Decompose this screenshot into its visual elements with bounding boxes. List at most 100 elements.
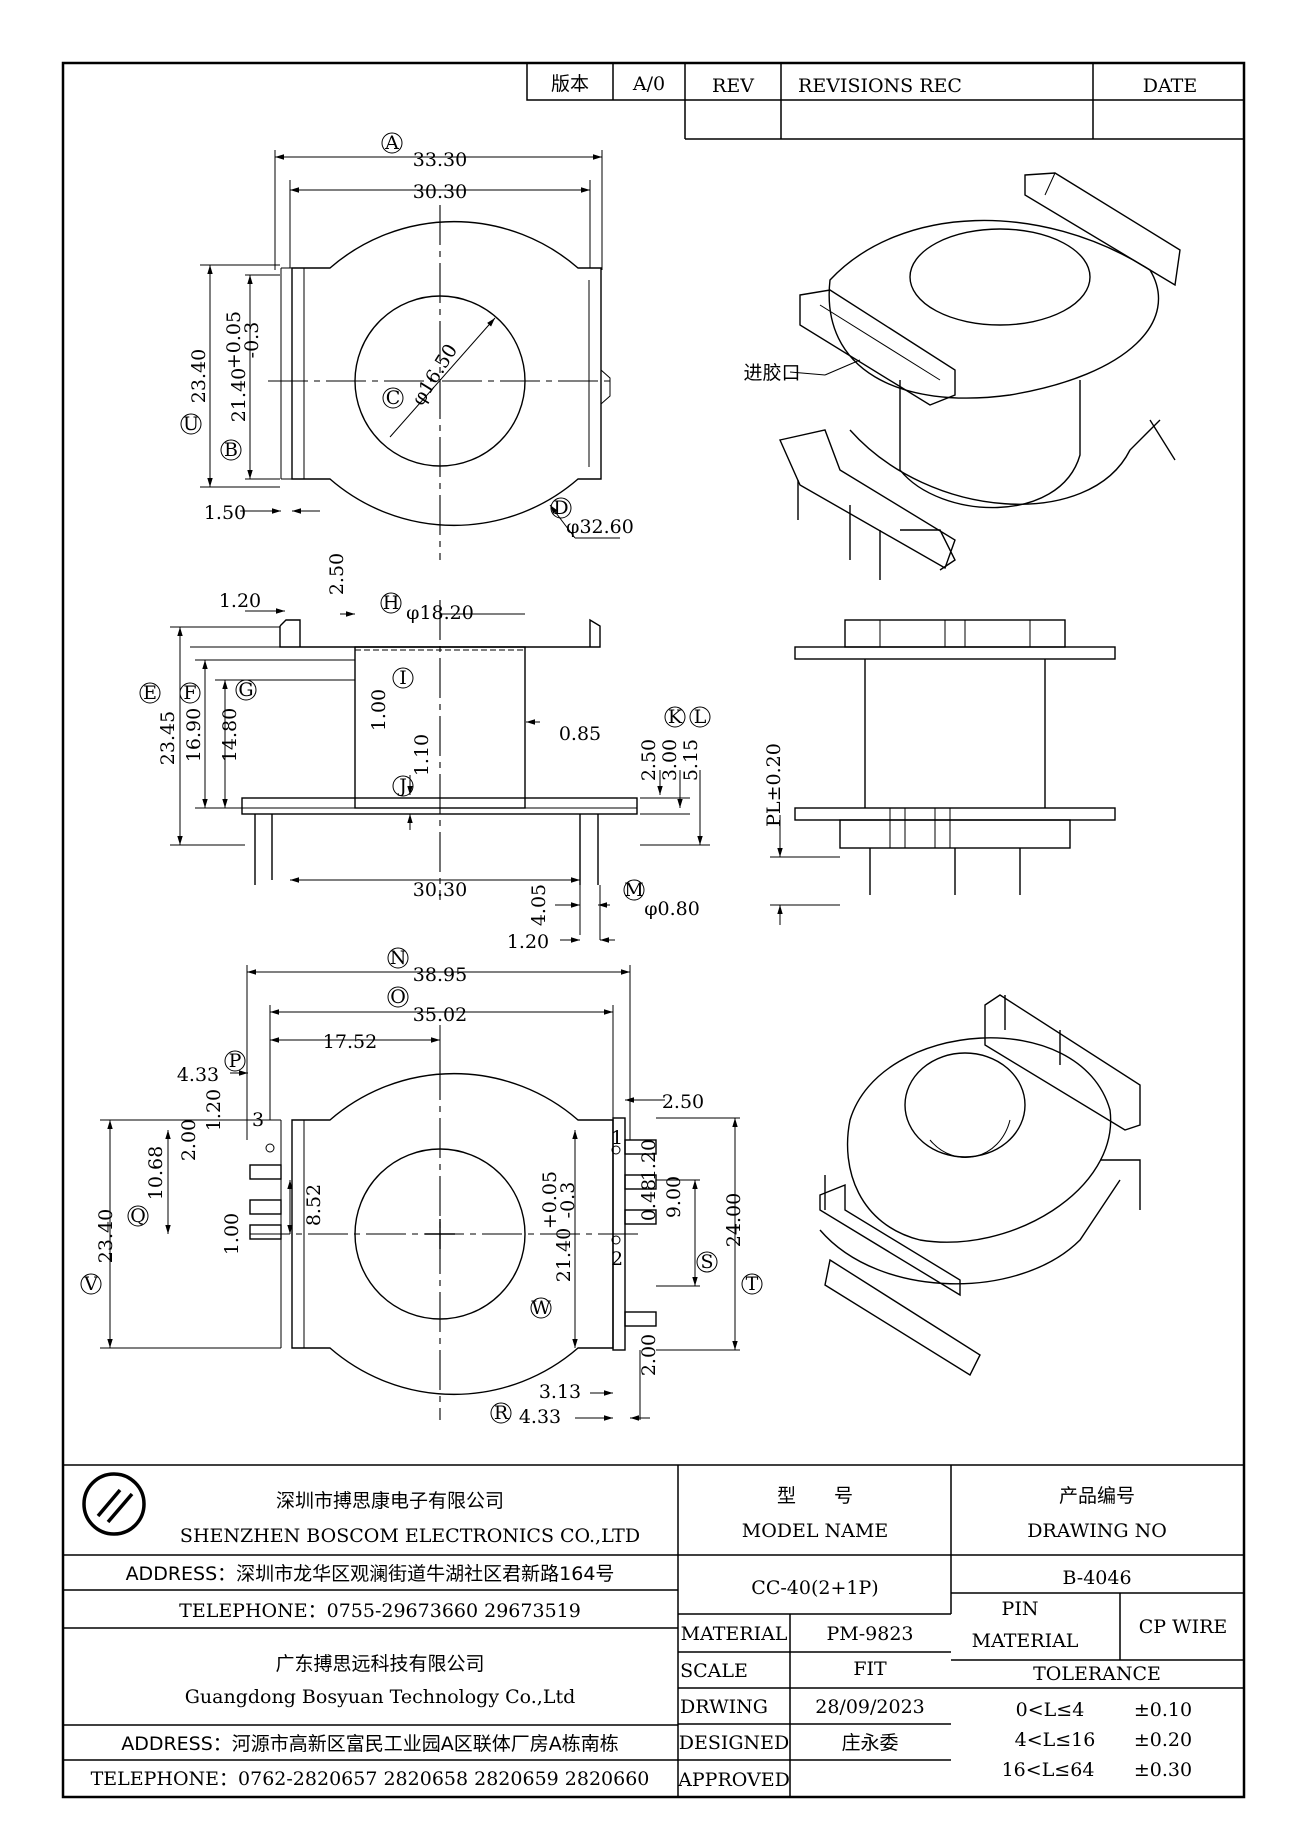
dim-A: 33.30 <box>413 149 467 171</box>
dim-2-50-top: 2.50 <box>326 553 348 595</box>
dim-0-48: 0.48 <box>638 1179 660 1221</box>
tol-value-1: ±0.10 <box>1134 1699 1192 1721</box>
dim-3-13: 3.13 <box>539 1381 581 1403</box>
dim-B-tol-plus: +0.05 <box>223 311 245 369</box>
dim-V: 23.40 <box>95 1209 117 1263</box>
dim-F: 16.90 <box>183 708 205 762</box>
label-D: D <box>553 497 568 519</box>
label-K: K <box>668 706 683 728</box>
company-logo <box>82 1472 146 1536</box>
drawing-date-label: DRWING <box>680 1696 768 1718</box>
tol-range-3: 16<L≤64 <box>1002 1759 1095 1781</box>
label-F: F <box>183 682 196 704</box>
dim-8-52: 8.52 <box>303 1184 325 1226</box>
dim-T: 24.00 <box>723 1193 745 1247</box>
label-J: J <box>397 775 407 797</box>
dim-L-a: 3.00 <box>659 739 681 781</box>
dim-wall: 0.85 <box>559 723 601 745</box>
version-label: 版本 <box>551 73 589 95</box>
top-view: A 33.30 30.30 U 23.40 B 21.40 +0.05 -0.3… <box>180 132 634 560</box>
approved-label: APPROVED <box>677 1769 790 1791</box>
telephone2: TELEPHONE：0762-2820657 2820658 2820659 2… <box>91 1768 650 1790</box>
dim-1-20-right: 1.20 <box>638 1139 660 1181</box>
label-Q: Q <box>130 1205 146 1227</box>
top-view-outline <box>291 220 602 527</box>
dim-base-width: 30.30 <box>413 879 467 901</box>
title-block: 深圳市搏思康电子有限公司 SHENZHEN BOSCOM ELECTRONICS… <box>63 1464 1244 1797</box>
drawing-en: DRAWING NO <box>1027 1520 1167 1542</box>
dim-G: 14.80 <box>219 708 241 762</box>
dim-E: 23.45 <box>157 711 179 765</box>
sheet-border <box>61 61 1246 1799</box>
pin-number-1: 1 <box>611 1127 623 1149</box>
tol-range-1: 0<L≤4 <box>1016 1699 1085 1721</box>
dim-B-tol-minus: -0.3 <box>241 322 263 359</box>
tolerance-label: TOLERANCE <box>1033 1663 1161 1685</box>
address1: ADDRESS：深圳市龙华区观澜街道牛湖社区君新路164号 <box>126 1563 615 1585</box>
label-M: M <box>624 879 643 901</box>
dim-L-b: 5.15 <box>680 739 702 781</box>
pin-material-line2: MATERIAL <box>972 1630 1079 1652</box>
label-R: R <box>494 1402 509 1424</box>
model-en: MODEL NAME <box>742 1520 888 1542</box>
label-C: C <box>386 387 401 409</box>
iso-view-top: 进胶口 <box>743 172 1181 580</box>
pin-material-line1: PIN <box>1002 1598 1039 1620</box>
pin-material-value: CP WIRE <box>1139 1616 1228 1638</box>
dim-pin-len: 4.05 <box>528 884 550 926</box>
company2-en: Guangdong Bosyuan Technology Co.,Ltd <box>185 1686 576 1708</box>
tol-value-3: ±0.30 <box>1134 1759 1192 1781</box>
designed-label: DESIGNED <box>679 1732 790 1754</box>
material-label: MATERIAL <box>681 1623 788 1645</box>
dim-W-tol-plus: +0.05 <box>539 1171 561 1229</box>
label-N: N <box>390 947 407 969</box>
dim-O: 35.02 <box>413 1004 467 1026</box>
dim-flange-thk: 1.50 <box>204 502 246 524</box>
drawing-value: B-4046 <box>1062 1567 1131 1589</box>
label-H: H <box>383 592 400 614</box>
dim-half: 17.52 <box>323 1031 377 1053</box>
company1-cn: 深圳市搏思康电子有限公司 <box>276 1490 504 1512</box>
dim-W: 21.40 <box>553 1228 575 1282</box>
rev-label: REV <box>712 75 754 97</box>
dim-M: φ0.80 <box>644 898 700 920</box>
label-V: V <box>83 1273 98 1295</box>
address2: ADDRESS：河源市高新区富民工业园A区联体厂房A栋南栋 <box>121 1733 619 1755</box>
model-cn: 型 号 <box>777 1485 853 1507</box>
dim-I: 1.00 <box>368 689 390 731</box>
revisions-label: REVISIONS REC <box>798 75 962 97</box>
dim-Q: 10.68 <box>145 1146 167 1200</box>
label-T: T <box>746 1273 759 1295</box>
company1-en: SHENZHEN BOSCOM ELECTRONICS CO.,LTD <box>180 1525 640 1547</box>
designed-value: 庄永委 <box>841 1732 898 1754</box>
label-I: I <box>399 667 407 689</box>
dim-R: 4.33 <box>519 1406 561 1428</box>
label-W: W <box>531 1297 551 1319</box>
dim-J: 1.10 <box>411 734 433 776</box>
dim-B: 21.40 <box>228 368 250 422</box>
dim-inner-width: 30.30 <box>413 181 467 203</box>
bottom-view: N 38.95 O 35.02 17.52 P 4.33 1.20 2.00 1… <box>80 947 763 1428</box>
company2-cn: 广东搏思远科技有限公司 <box>275 1653 484 1675</box>
drawing-date-value: 28/09/2023 <box>815 1696 925 1718</box>
model-value: CC-40(2+1P) <box>751 1577 878 1599</box>
dim-1-00: 1.00 <box>221 1213 243 1255</box>
front-view: PL±0.20 <box>763 619 1116 925</box>
pin-number-3: 3 <box>252 1109 264 1131</box>
dim-K: 2.50 <box>638 739 660 781</box>
dim-pin-pitch: 1.20 <box>507 931 549 953</box>
dim-C: φ16.50 <box>408 340 463 409</box>
dim-U: 23.40 <box>188 349 210 403</box>
dim-H: φ18.20 <box>406 602 474 624</box>
label-G: G <box>238 679 253 701</box>
revision-block: 版本 A/0 REV REVISIONS REC DATE <box>526 63 1244 140</box>
label-A: A <box>384 132 399 154</box>
label-P: P <box>229 1050 242 1072</box>
pin-number-2: 2 <box>611 1248 623 1270</box>
pl-label: PL±0.20 <box>763 743 785 827</box>
scale-value: FIT <box>853 1658 887 1680</box>
gate-label: 进胶口 <box>743 362 800 384</box>
dim-D: φ32.60 <box>566 516 634 538</box>
side-view: 1.20 2.50 H φ18.20 I 1.00 E 23.45 F 16.9… <box>139 553 711 953</box>
